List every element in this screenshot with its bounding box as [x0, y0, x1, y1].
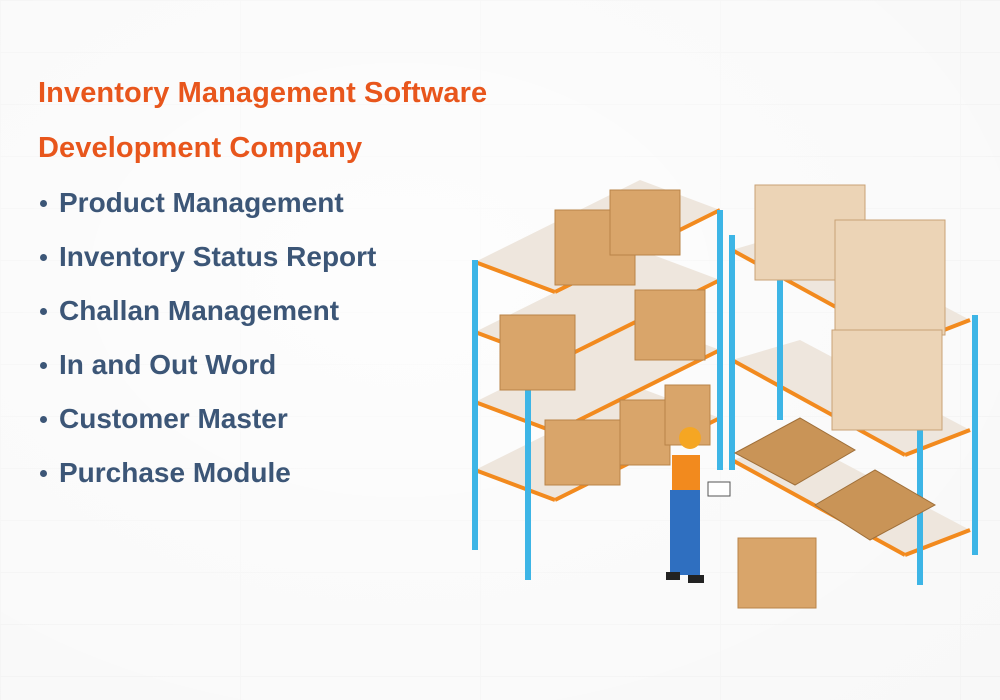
bullet-icon: [40, 469, 47, 477]
feature-item: In and Out Word: [38, 338, 376, 392]
bullet-icon: [40, 361, 47, 369]
title-line-1: Inventory Management Software: [38, 77, 488, 109]
floor-box: [737, 537, 817, 609]
boxes-left: [499, 189, 711, 486]
empty-pallets: [733, 417, 937, 541]
feature-item: Customer Master: [38, 392, 376, 446]
pallet-boxes-right: [754, 184, 946, 431]
bullet-icon: [40, 415, 47, 423]
warehouse-worker: [666, 427, 731, 583]
bullet-icon: [40, 253, 47, 261]
feature-item: Product Management: [38, 176, 376, 230]
bullet-icon: [40, 199, 47, 207]
warehouse-illustration-icon: [472, 180, 978, 609]
feature-list: Product Management Inventory Status Repo…: [38, 176, 376, 500]
bullet-icon: [40, 307, 47, 315]
feature-item: Inventory Status Report: [38, 230, 376, 284]
feature-item: Challan Management: [38, 284, 376, 338]
title-line-2: Development Company: [38, 132, 363, 164]
feature-item: Purchase Module: [38, 446, 376, 500]
page-title: Inventory Management Software Developmen…: [38, 66, 487, 176]
